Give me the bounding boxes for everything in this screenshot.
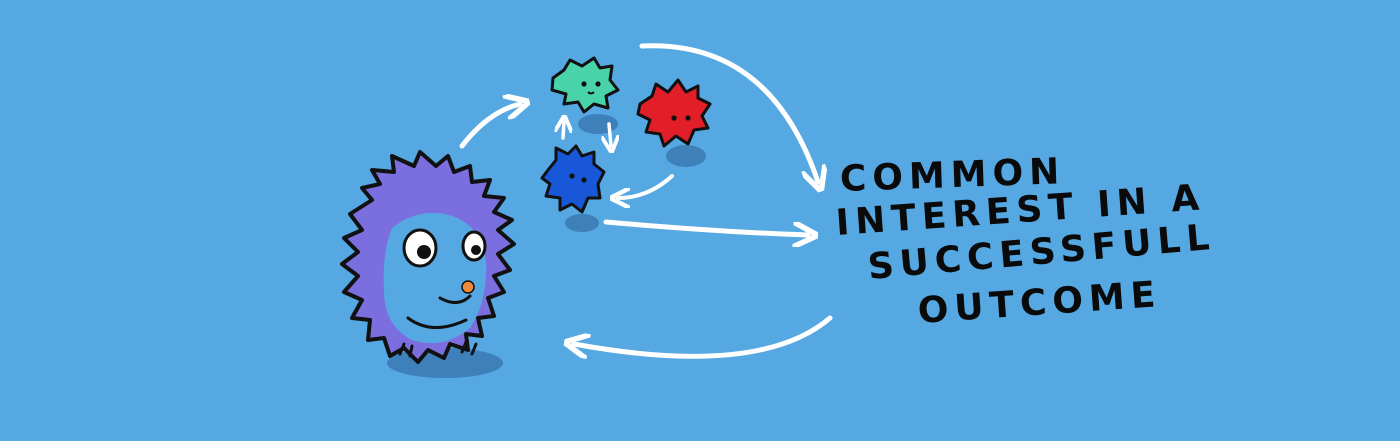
blue-creature-shadow <box>565 214 599 232</box>
arrow-red-to-blue <box>618 174 674 198</box>
outcome-caption: COMMON INTEREST IN A SUCCESSFULL OUTCOME <box>835 151 1217 334</box>
red-creature-shadow <box>666 145 706 167</box>
arrow-hedgehog-to-group <box>459 104 520 149</box>
green-creature-shadow <box>578 114 618 134</box>
arrows <box>459 43 833 357</box>
red-creature <box>636 78 712 148</box>
arrow-top-to-outcome <box>639 43 818 182</box>
arrow-blue-to-green <box>563 122 564 140</box>
arrow-outcome-to-hedgehog <box>574 315 833 356</box>
arrow-blue-to-outcome <box>603 219 808 235</box>
green-creature <box>550 56 620 114</box>
arrow-green-to-blue <box>609 122 611 146</box>
hedgehog-character <box>340 150 516 364</box>
hedgehog-feet <box>398 340 478 358</box>
hedgehog-nose <box>461 280 475 294</box>
blue-creature <box>540 144 606 214</box>
